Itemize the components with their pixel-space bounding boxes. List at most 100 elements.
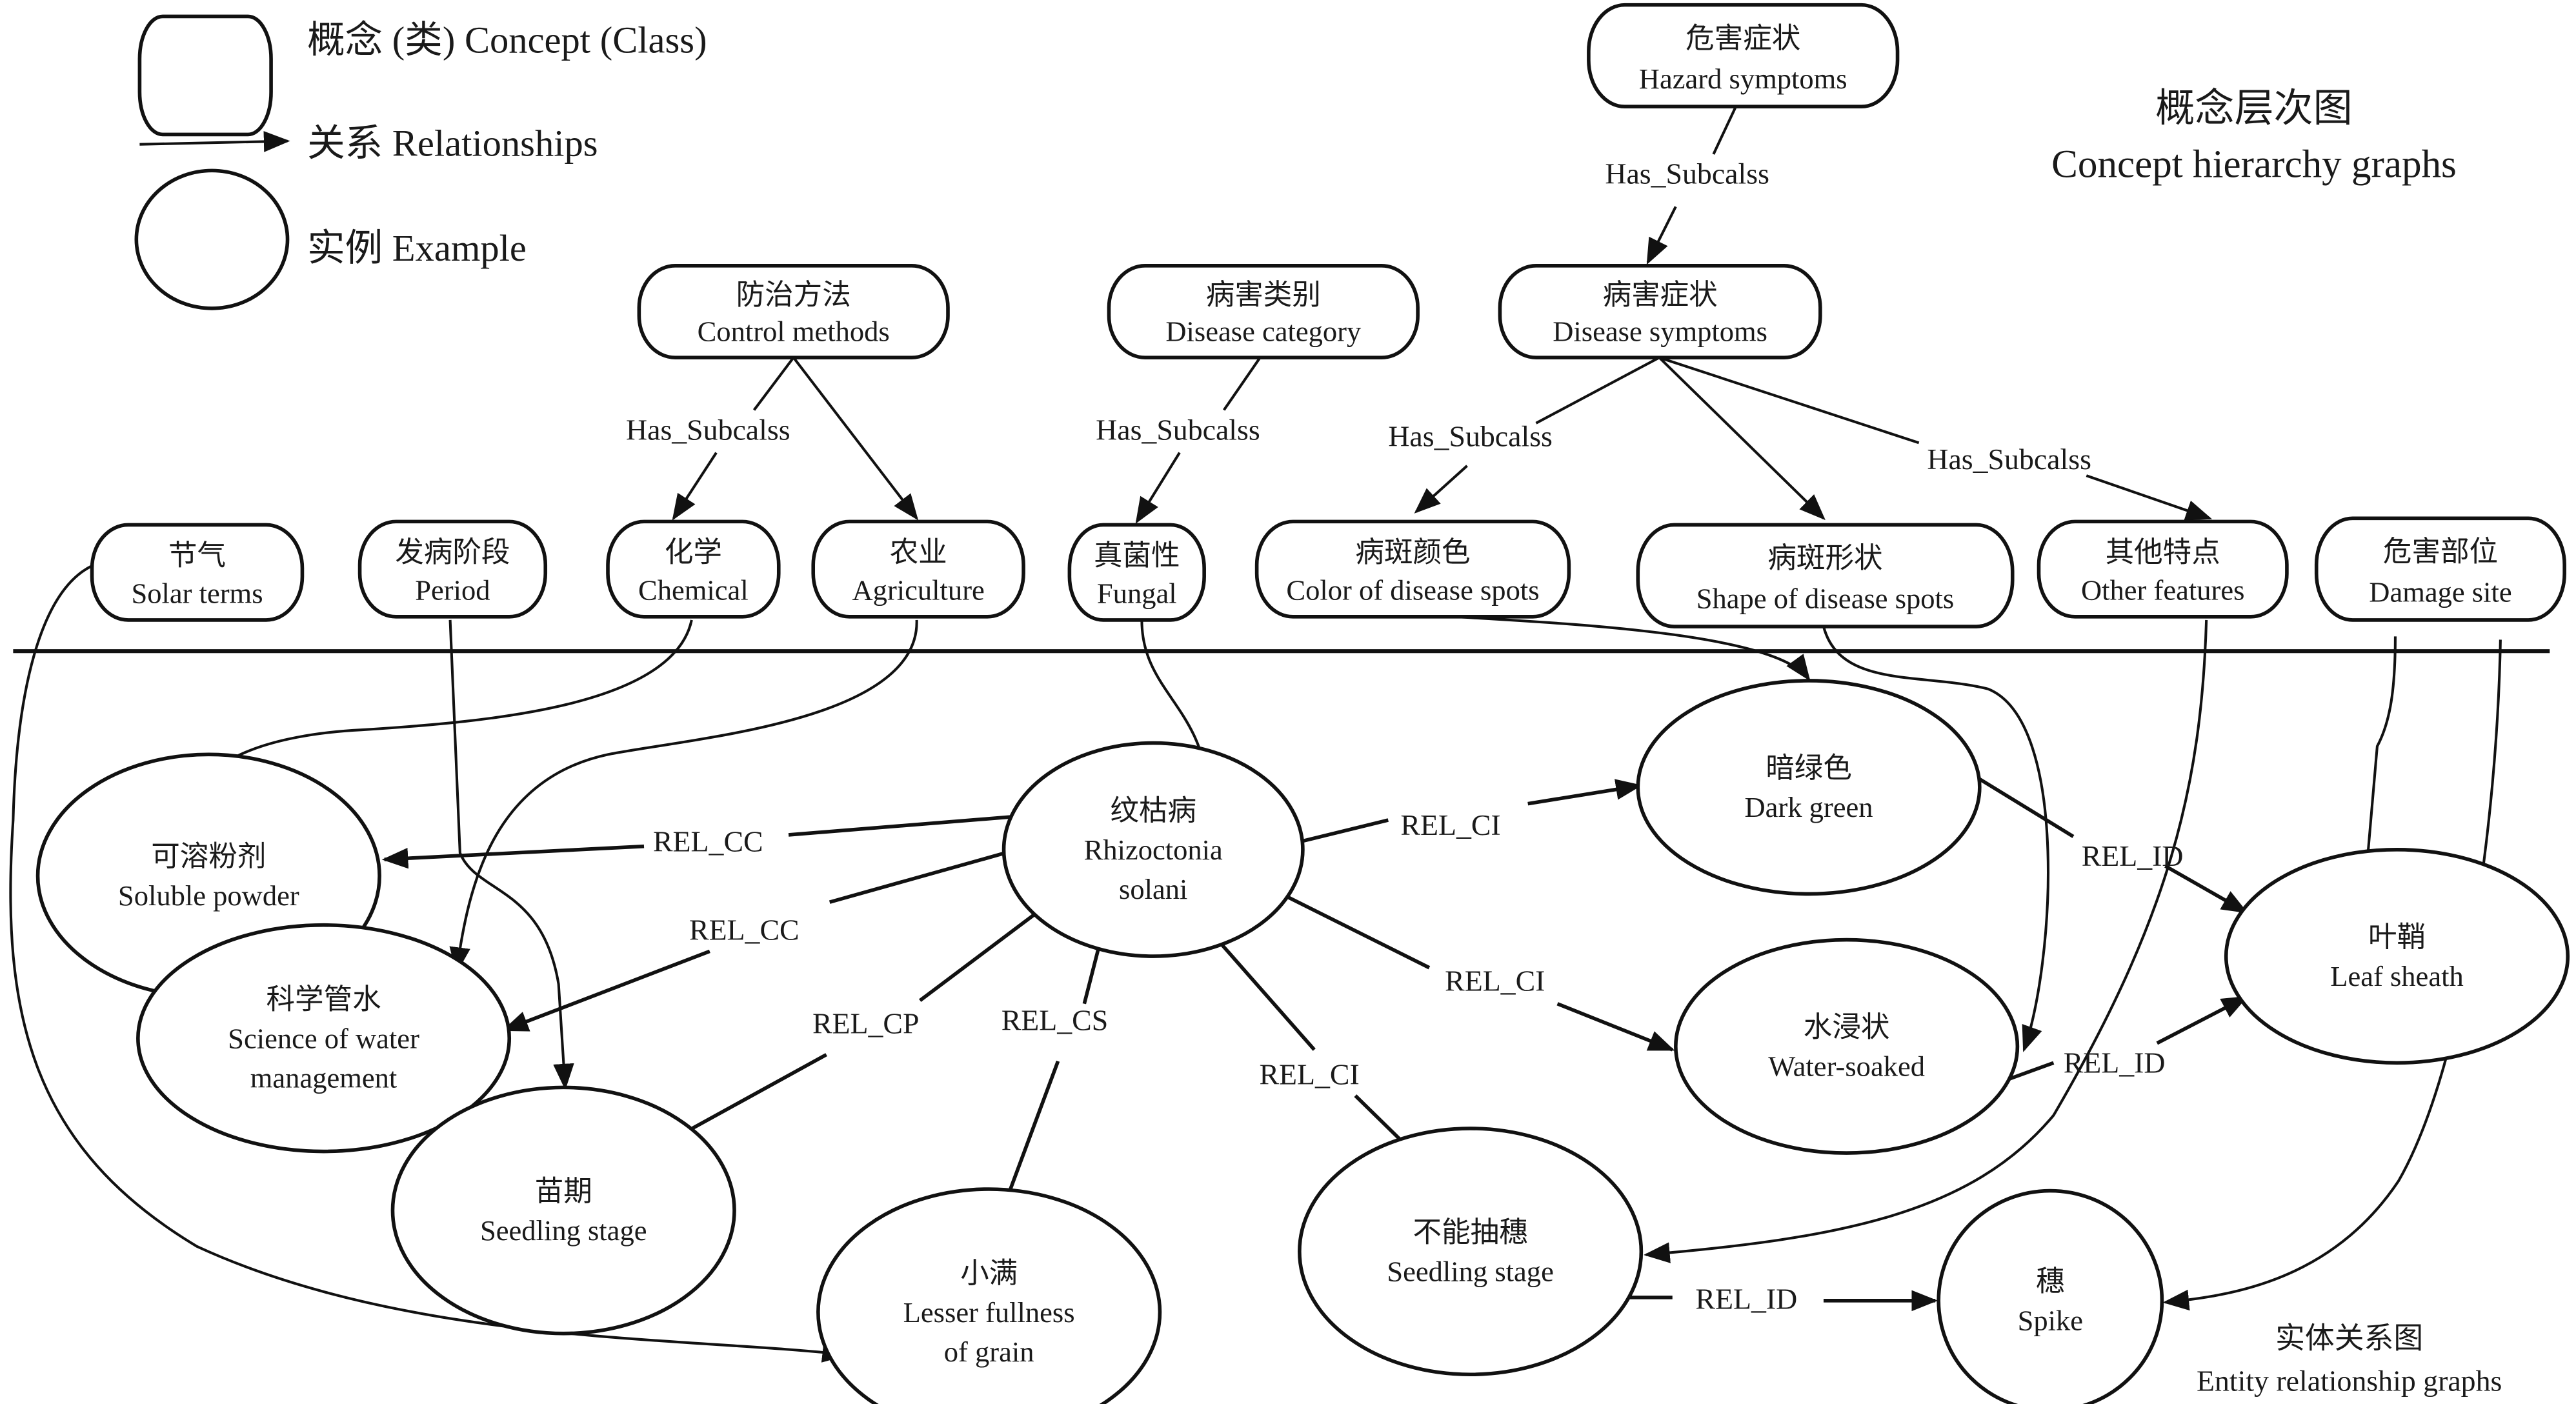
instance-label-en: Seedling stage <box>1387 1255 1553 1287</box>
concept-box <box>1067 523 1206 622</box>
concept-label-en: Other features <box>2081 574 2244 606</box>
edge-segment <box>752 356 795 411</box>
edge-segment <box>1414 465 1468 514</box>
edge-damage-to-leafsheath <box>2357 636 2397 882</box>
instance-label-en: Soluble powder <box>118 879 299 912</box>
concept-graph-title-en: Concept hierarchy graphs <box>2051 143 2457 186</box>
edge-symptoms-to-shape <box>1658 356 1826 521</box>
instance-label-cn: 暗绿色 <box>1766 752 1852 784</box>
concept-label-en: Shape of disease spots <box>1696 583 1955 615</box>
instance-label-en: Dark green <box>1745 791 1873 823</box>
concept-label-cn: 病害症状 <box>1603 279 1718 311</box>
instance-node-leaf-sheath[interactable]: 叶鞘 Leaf sheath <box>2224 847 2570 1065</box>
edge-shape-to-soaked <box>1822 626 2050 1052</box>
edge-segment <box>1425 614 1811 681</box>
instance-label-en: Seedling stage <box>480 1214 647 1247</box>
concept-graph-title-cn: 概念层次图 <box>2155 86 2352 130</box>
instance-label-en: Spike <box>2018 1305 2083 1337</box>
concept-box <box>606 519 781 619</box>
edge-segment <box>2162 639 2502 1311</box>
legend-example-label: 实例 Example <box>307 227 527 269</box>
edge-segment <box>672 452 718 521</box>
concept-label-cn: 化学 <box>665 536 722 568</box>
instance-label-cn: 穗 <box>2036 1265 2065 1298</box>
instance-ellipse <box>1636 679 1982 896</box>
legend: 概念 (类) Concept (Class) 关系 Relationships … <box>134 14 707 310</box>
edge-segment <box>919 903 1048 1002</box>
edge-segment <box>1658 356 1920 445</box>
edge-damage-to-spike <box>2162 639 2502 1311</box>
concept-label-cn: 危害部位 <box>2383 536 2498 568</box>
edge-segment <box>792 356 919 521</box>
legend-concept-label: 概念 (类) Concept (Class) <box>307 19 707 61</box>
instance-label-en: Lesser fullness <box>903 1296 1075 1329</box>
instance-ellipse <box>390 1085 736 1336</box>
concept-label-cn: 农业 <box>890 536 947 568</box>
edge-segment <box>449 619 918 974</box>
edge-label-rel-ci-noheading: REL_CI <box>1259 1058 1359 1090</box>
concept-label-cn: 危害症状 <box>1685 22 1800 54</box>
edge-label-rel-id-soaked: REL_ID <box>2064 1047 2166 1079</box>
concept-label-cn: 防治方法 <box>736 279 851 311</box>
edge-label-rel-cc-powder: REL_CC <box>653 825 763 857</box>
edge-label-rel-cs: REL_CS <box>1001 1003 1108 1036</box>
edge-segment <box>1280 892 1431 970</box>
concept-node-damage-site[interactable]: 危害部位 Damage site <box>2314 516 2566 622</box>
instance-label-en: management <box>250 1061 397 1094</box>
concept-label-en: Damage site <box>2369 576 2511 608</box>
edge-segment <box>501 949 710 1032</box>
edge-segment <box>9 565 849 1363</box>
concept-box <box>2037 519 2289 619</box>
concept-box <box>357 519 548 619</box>
instance-label-cn: 叶鞘 <box>2368 921 2426 953</box>
edge-segment <box>788 815 1012 837</box>
edge-rcc-powder <box>381 815 1012 869</box>
concept-node-shape-spots[interactable]: 病斑形状 Shape of disease spots <box>1636 523 2015 628</box>
edge-symptoms-to-color <box>1414 356 1660 514</box>
concept-label-cn: 节气 <box>168 539 226 571</box>
instance-label-en: Leaf sheath <box>2330 960 2463 992</box>
instance-node-spike[interactable]: 穗 Spike <box>1937 1188 2164 1404</box>
entity-graph-title-en: Entity relationship graphs <box>2197 1365 2502 1398</box>
instance-label-cn: 纹枯病 <box>1110 794 1196 827</box>
edge-segment <box>1712 101 1740 155</box>
edge-segment <box>1646 206 1677 265</box>
instance-label-cn: 水浸状 <box>1804 1011 1890 1043</box>
instance-node-dark-green[interactable]: 暗绿色 Dark green <box>1636 679 1982 896</box>
concept-label-en: Fungal <box>1097 577 1177 609</box>
edge-label-has-subclass-control: Has_Subcalss <box>626 413 790 446</box>
edge-label-rel-cc-water: REL_CC <box>689 914 800 947</box>
instance-node-no-heading[interactable]: 不能抽穗 Seedling stage <box>1298 1127 1644 1377</box>
legend-relationship-label: 关系 Relationships <box>307 123 598 165</box>
instance-label-cn: 苗期 <box>535 1175 592 1207</box>
instance-label-cn: 不能抽穗 <box>1413 1216 1528 1248</box>
instance-label-en: Rhizoctonia <box>1084 834 1223 866</box>
instance-label-cn: 小满 <box>960 1257 1018 1289</box>
edge-segment <box>2357 636 2397 882</box>
instance-ellipse <box>1674 938 2020 1155</box>
edge-segment <box>829 851 1006 904</box>
instance-node-seedling-stage[interactable]: 苗期 Seedling stage <box>390 1085 736 1336</box>
edge-control-to-chemical <box>672 356 795 521</box>
instance-label-en: Science of water <box>228 1022 419 1054</box>
concept-label-cn: 病斑形状 <box>1767 542 1882 574</box>
edge-control-to-agriculture <box>792 356 919 521</box>
concept-box <box>1107 264 1420 359</box>
edge-other-to-noheading <box>1643 619 2208 1263</box>
